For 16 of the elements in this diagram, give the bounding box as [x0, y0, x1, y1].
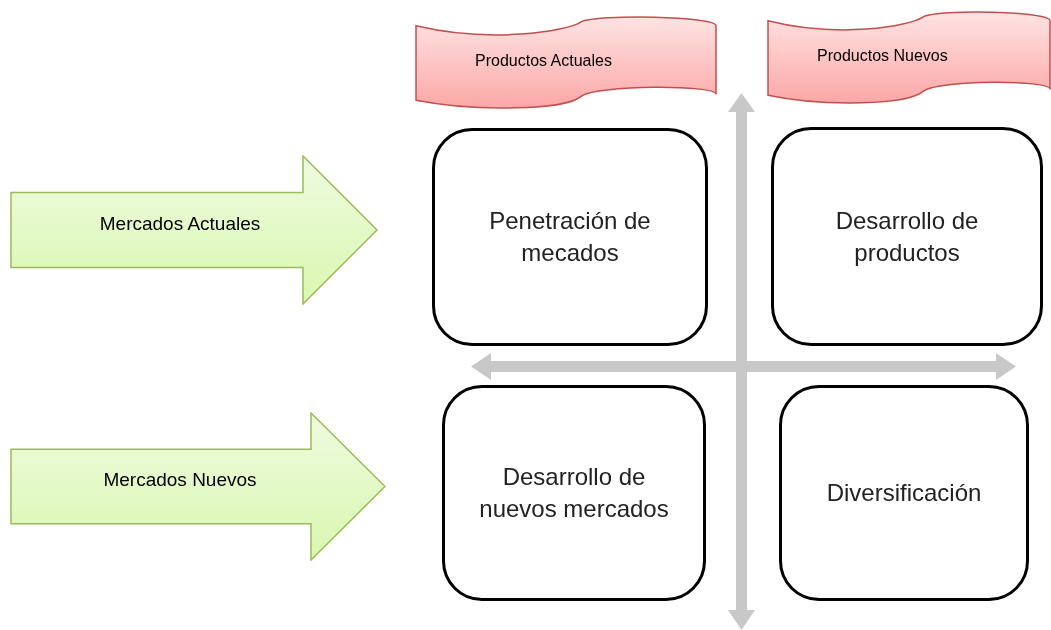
block-arrow	[10, 155, 378, 305]
block-arrow	[10, 412, 386, 561]
wave-banner	[415, 14, 717, 112]
node-label: Diversificación	[826, 478, 982, 508]
node-label: Penetración de mecados	[488, 206, 652, 268]
rounded-box	[432, 128, 708, 346]
node-label: Productos Actuales	[475, 51, 612, 72]
node-label: Desarrollo de productos	[834, 205, 980, 268]
node-label: Desarrollo de nuevos mercados	[478, 462, 670, 524]
rounded-box	[442, 385, 706, 601]
node-label: Productos Nuevos	[817, 46, 948, 67]
node-label: Mercados Actuales	[99, 211, 261, 236]
node-label: Mercados Nuevos	[103, 468, 257, 493]
rounded-box	[779, 385, 1029, 601]
rounded-box	[771, 127, 1043, 346]
wave-banner	[767, 9, 1051, 107]
